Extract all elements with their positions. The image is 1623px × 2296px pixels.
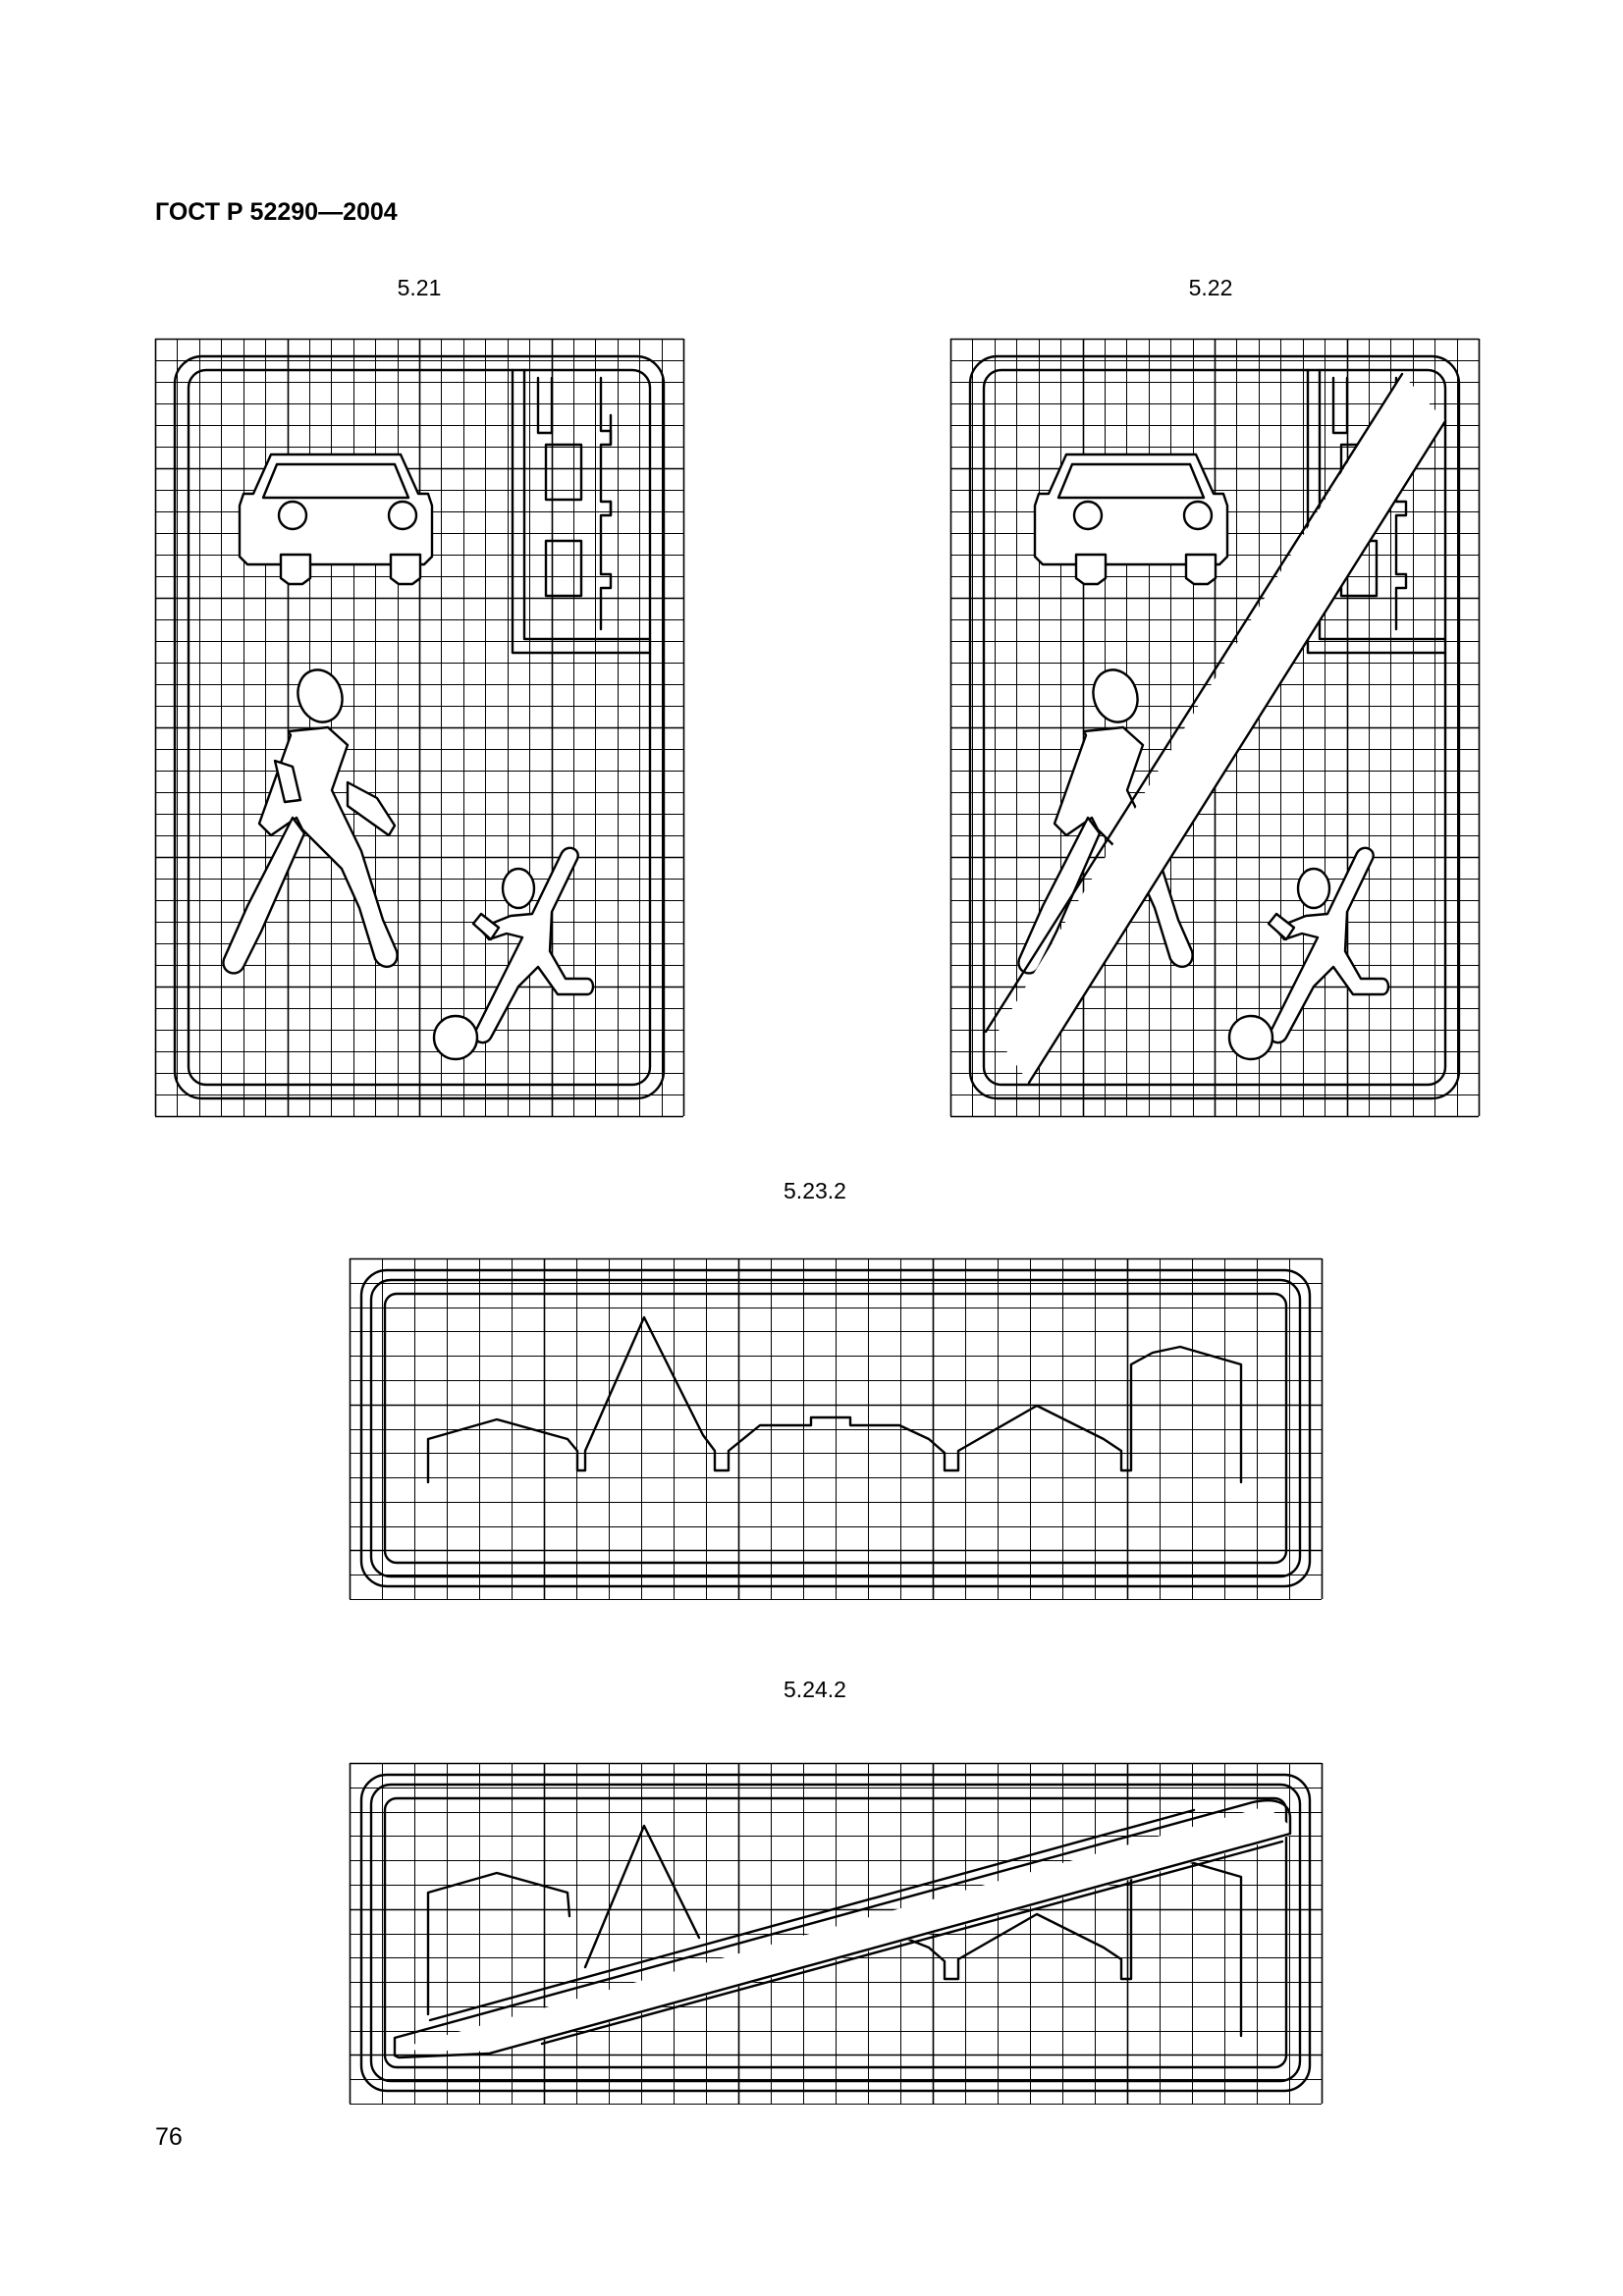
- residential-building-icon: [511, 368, 652, 655]
- document-header: ГОСТ Р 52290—2004: [155, 198, 398, 226]
- figure-caption-5-21: 5.21: [397, 275, 442, 300]
- settlement-skyline-icon: [426, 1315, 1243, 1484]
- sign-5-23-2-drawing: [349, 1257, 1324, 1600]
- ball-icon: [432, 1014, 479, 1061]
- walking-adult-icon: [222, 668, 399, 975]
- page-number: 76: [155, 2123, 183, 2151]
- sign-5-24-2-border: [359, 1773, 1312, 2093]
- sign-5-22-drawing: [949, 338, 1481, 1118]
- sign-5-24-2-drawing: [349, 1762, 1324, 2105]
- sign-5-22-border: [968, 354, 1461, 1100]
- car-icon: [238, 453, 434, 586]
- figure-caption-5-23-2: 5.23.2: [784, 1178, 846, 1203]
- figure-caption-5-24-2: 5.24.2: [784, 1677, 846, 1702]
- car-icon: [1033, 453, 1229, 586]
- sign-5-23-2-border: [359, 1268, 1312, 1588]
- figure-caption-5-22: 5.22: [1188, 275, 1233, 300]
- running-child-icon: [1267, 846, 1390, 1044]
- running-child-icon: [471, 846, 595, 1044]
- end-diagonal-band: [393, 1799, 1292, 2059]
- ball-icon: [1227, 1014, 1274, 1061]
- sign-5-21-border: [173, 354, 666, 1100]
- end-diagonal-band: [984, 372, 1447, 1085]
- sign-5-21-drawing: [154, 338, 685, 1118]
